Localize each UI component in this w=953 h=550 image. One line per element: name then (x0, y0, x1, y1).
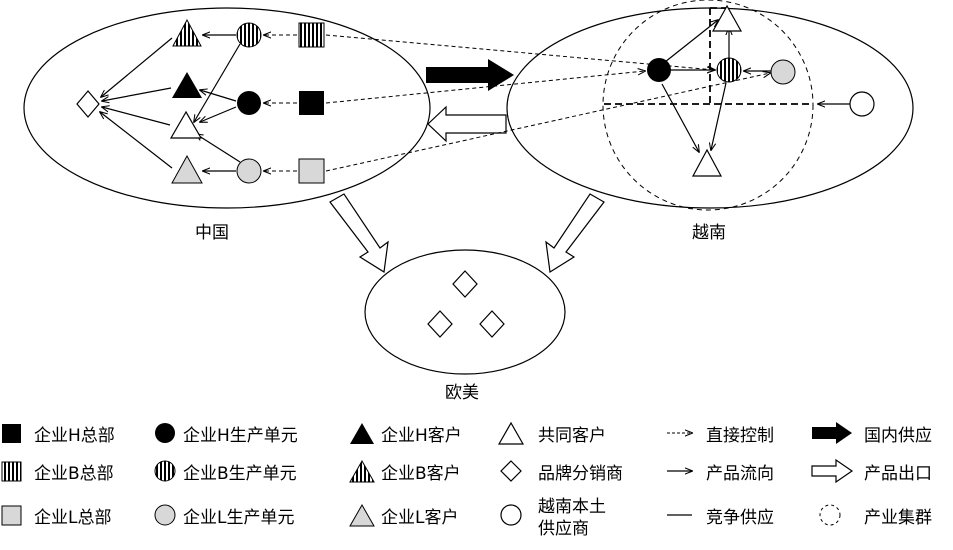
vn-common-client-top (711, 4, 743, 32)
legend-label-local-supplier-line2: 供应商 (538, 519, 589, 539)
vietnam-label: 越南 (692, 223, 726, 243)
legend-symbol-local-supplier (500, 504, 522, 526)
legend-symbol-b-client (349, 459, 375, 483)
legend-symbol-industrial-cluster (819, 504, 841, 526)
vn-l-unit (770, 59, 796, 85)
china-b-hq (298, 22, 325, 48)
china-l-hq (298, 158, 325, 184)
flow-b-unit-to-common (194, 43, 241, 122)
legend-label-domestic-supply: 国内供应 (864, 426, 932, 446)
flow-vn-h-to-top (664, 20, 718, 63)
china-l-unit (236, 158, 262, 184)
legend-symbol-l-hq (1, 505, 22, 526)
legend-label-competitive-supply: 竞争供应 (706, 508, 774, 528)
legend-symbol-h-hq (2, 424, 21, 443)
legend-label-product-export: 产品出口 (864, 464, 932, 484)
legend-symbol-b-hq (1, 461, 22, 482)
eu-distributor-1 (452, 270, 478, 298)
flow-vn-b-to-bottom (711, 82, 727, 150)
vn-b-unit (716, 57, 742, 83)
china-region (23, 7, 431, 209)
legend: 企业H总部 企业H生产单元 企业H客户 共同客户 直接控制 国内供应 企业B总部… (1, 421, 932, 539)
flow-h-unit-to-h-client (200, 90, 237, 102)
china-h-unit (237, 91, 261, 115)
legend-label-local-supplier-line1: 越南本土 (538, 497, 606, 517)
flow-l-unit-to-common (196, 134, 241, 163)
legend-label-h-client: 企业H客户 (381, 426, 462, 446)
china-b-client (172, 18, 202, 47)
legend-symbol-l-client (349, 503, 375, 527)
legend-label-local-supplier: 越南本土 供应商 (538, 497, 611, 539)
legend-symbol-product-export (811, 458, 854, 484)
flow-h-unit-to-common (200, 106, 237, 122)
china-h-client (172, 72, 202, 98)
legend-symbol-b-unit (154, 460, 176, 482)
legend-label-common-client: 共同客户 (538, 426, 606, 446)
flow-h-client-to-dist (102, 87, 172, 101)
export-arrow-vn-eu (545, 193, 605, 274)
domestic-supply-arrow (426, 59, 514, 91)
legend-symbol-h-unit (155, 423, 175, 443)
flow-common-to-dist (102, 107, 171, 126)
china-l-client (171, 154, 203, 184)
legend-label-l-hq: 企业L总部 (34, 508, 111, 528)
legend-label-product-flow: 产品流向 (706, 464, 774, 484)
china-label: 中国 (195, 223, 229, 243)
export-arrow-vn-cn (427, 105, 507, 143)
china-distributor (76, 90, 100, 118)
legend-symbol-h-client (350, 423, 374, 444)
legend-symbol-l-unit (154, 504, 176, 526)
legend-label-direct-control: 直接控制 (706, 426, 774, 446)
flow-vn-h-to-bottom (661, 83, 699, 152)
vn-local-supplier (849, 91, 875, 117)
flow-l-client-to-dist (100, 112, 173, 169)
industrial-cluster-circle (602, 0, 814, 211)
legend-label-h-unit: 企业H生产单元 (183, 426, 298, 446)
europe-america-region (364, 249, 566, 375)
legend-label-l-client: 企业L客户 (381, 508, 458, 528)
eu-distributor-2 (427, 310, 453, 338)
legend-symbol-common-client (497, 421, 525, 445)
eu-distributor-3 (479, 310, 505, 338)
legend-label-l-unit: 企业L生产单元 (183, 508, 294, 528)
legend-label-b-client: 企业B客户 (381, 464, 461, 484)
export-arrow-cn-eu (329, 193, 389, 274)
flow-b-client-to-dist (101, 37, 173, 97)
vn-common-client-bottom (691, 148, 723, 177)
control-line-l (325, 73, 770, 172)
legend-label-b-hq: 企业B总部 (34, 464, 114, 484)
legend-label-distributor: 品牌分销商 (538, 464, 623, 484)
legend-label-industrial-cluster: 产业集群 (864, 508, 932, 528)
china-b-unit (236, 22, 262, 48)
vn-h-unit (647, 58, 671, 82)
legend-label-b-unit: 企业B生产单元 (183, 464, 297, 484)
legend-symbol-distributor (500, 460, 522, 482)
control-line-h (325, 71, 645, 104)
europe-america-label: 欧美 (445, 383, 479, 403)
legend-symbol-domestic-supply (812, 422, 852, 444)
china-h-hq (299, 91, 324, 115)
china-common-client (169, 110, 203, 139)
legend-label-h-hq: 企业H总部 (34, 426, 115, 446)
